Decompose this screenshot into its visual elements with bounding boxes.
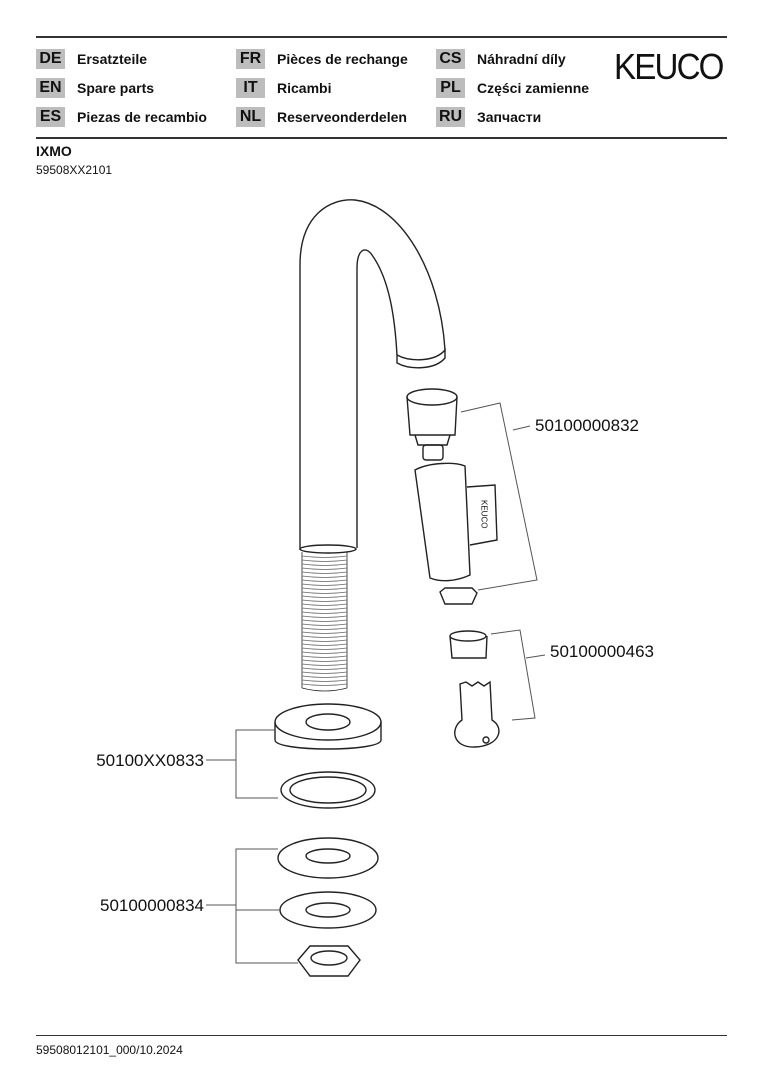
thread-line bbox=[301, 679, 348, 682]
lang-cs: CS Náhradní díly bbox=[436, 49, 566, 69]
lang-code: CS bbox=[436, 49, 465, 69]
lang-label: Reserveonderdelen bbox=[277, 109, 407, 125]
product-name: IXMO bbox=[36, 143, 72, 159]
part-number-label: 50100000832 bbox=[535, 416, 639, 435]
thread-line bbox=[301, 643, 348, 646]
footer-rule bbox=[36, 1035, 727, 1036]
thread-line bbox=[301, 575, 348, 578]
thread-line bbox=[301, 651, 348, 654]
thread-line bbox=[301, 571, 348, 574]
thread-line bbox=[301, 655, 348, 658]
thread-line bbox=[301, 619, 348, 622]
document-id: 59508012101_000/10.2024 bbox=[36, 1043, 183, 1057]
thread-line bbox=[301, 659, 348, 662]
washer-1 bbox=[277, 837, 379, 879]
aerator-assembly: KEUCO bbox=[406, 388, 498, 605]
thread-line bbox=[301, 563, 348, 566]
thread-line bbox=[301, 567, 348, 570]
lang-nl: NL Reserveonderdelen bbox=[236, 107, 407, 127]
thread-line bbox=[301, 647, 348, 650]
thread-line bbox=[301, 603, 348, 606]
lang-fr: FR Pièces de rechange bbox=[236, 49, 408, 69]
lang-code: FR bbox=[236, 49, 265, 69]
lang-code: IT bbox=[236, 78, 265, 98]
hex-nut bbox=[297, 945, 361, 977]
top-rule bbox=[36, 36, 727, 38]
lang-label: Pièces de rechange bbox=[277, 51, 408, 67]
thread-line bbox=[301, 639, 348, 642]
part-number-label: 50100000463 bbox=[550, 642, 654, 661]
thread-line bbox=[301, 615, 348, 618]
thread-lines bbox=[301, 555, 348, 686]
thread-line bbox=[301, 579, 348, 582]
thread-line bbox=[301, 667, 348, 670]
lang-label: Ricambi bbox=[277, 80, 332, 96]
thread-line bbox=[301, 631, 348, 634]
lang-code: EN bbox=[36, 78, 65, 98]
thread-line bbox=[301, 583, 348, 586]
svg-text:KEUCO: KEUCO bbox=[480, 500, 489, 528]
aerator-insert-and-key bbox=[449, 630, 500, 748]
leader-lines bbox=[206, 402, 546, 964]
thread-line bbox=[301, 591, 348, 594]
thread-line bbox=[301, 671, 348, 674]
lang-label: Spare parts bbox=[77, 80, 155, 96]
thread-line bbox=[301, 555, 348, 558]
lang-code: RU bbox=[436, 107, 465, 127]
header-rule bbox=[36, 137, 727, 139]
lang-en: EN Spare parts bbox=[36, 78, 154, 98]
lang-label: Części zamienne bbox=[477, 80, 590, 96]
escutcheon-ring bbox=[274, 703, 382, 750]
lang-code: PL bbox=[436, 78, 465, 98]
lang-ru: RU Запчасти bbox=[436, 107, 541, 127]
thread-line bbox=[301, 623, 348, 626]
lang-pl: PL Części zamienne bbox=[436, 78, 589, 98]
thread-line bbox=[301, 635, 348, 638]
thread-line bbox=[301, 611, 348, 614]
lang-label: Ersatzteile bbox=[77, 51, 148, 67]
thread-line bbox=[301, 559, 348, 562]
lang-it: IT Ricambi bbox=[236, 78, 331, 98]
lang-label: Náhradní díly bbox=[477, 51, 566, 67]
thread-line bbox=[301, 599, 348, 602]
lang-code: NL bbox=[236, 107, 265, 127]
faucet-spout bbox=[299, 199, 446, 554]
article-number: 59508XX2101 bbox=[36, 163, 113, 177]
gasket-ring bbox=[280, 771, 376, 809]
part-number-label: 50100000834 bbox=[100, 896, 204, 915]
lang-code: DE bbox=[36, 49, 65, 69]
thread-line bbox=[301, 595, 348, 598]
washer-2 bbox=[279, 891, 377, 929]
lang-de: DE Ersatzteile bbox=[36, 49, 147, 69]
lang-es: ES Piezas de recambio bbox=[36, 107, 207, 127]
thread-line bbox=[301, 663, 348, 666]
thread-line bbox=[301, 607, 348, 610]
lang-code: ES bbox=[36, 107, 65, 127]
lang-label: Piezas de recambio bbox=[77, 109, 207, 125]
brand-logo: KEUCO bbox=[614, 46, 724, 87]
thread-line bbox=[301, 587, 348, 590]
lang-label: Запчасти bbox=[477, 109, 542, 125]
thread-line bbox=[301, 683, 348, 686]
thread-line bbox=[301, 675, 348, 678]
thread-line bbox=[301, 627, 348, 630]
part-number-label: 50100XX0833 bbox=[96, 751, 204, 770]
